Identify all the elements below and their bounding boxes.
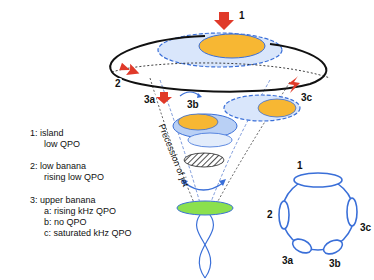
callout-number: 3a [281, 255, 294, 266]
callout-number: 2 [114, 78, 122, 89]
callout-number: 3a [143, 94, 156, 105]
state-label: 2: low banana [30, 161, 86, 172]
callout-number: 3c [300, 92, 313, 103]
state-label: 3: upper banana [30, 195, 96, 206]
state-label: 1: island [30, 128, 64, 139]
state-note: rising low QPO [44, 172, 104, 183]
state-note: b: no QPO [44, 217, 87, 228]
callout-number: 1 [296, 160, 304, 171]
callout-number: 2 [266, 209, 274, 220]
state-note: c: saturated kHz QPO [44, 228, 132, 239]
callout-number: 3b [328, 258, 342, 269]
state-note: low QPO [44, 139, 80, 150]
callout-number: 3b [186, 99, 200, 110]
callout-number: 1 [238, 10, 246, 21]
callout-number: 3c [359, 222, 372, 233]
state-note: a: rising kHz QPO [44, 206, 116, 217]
